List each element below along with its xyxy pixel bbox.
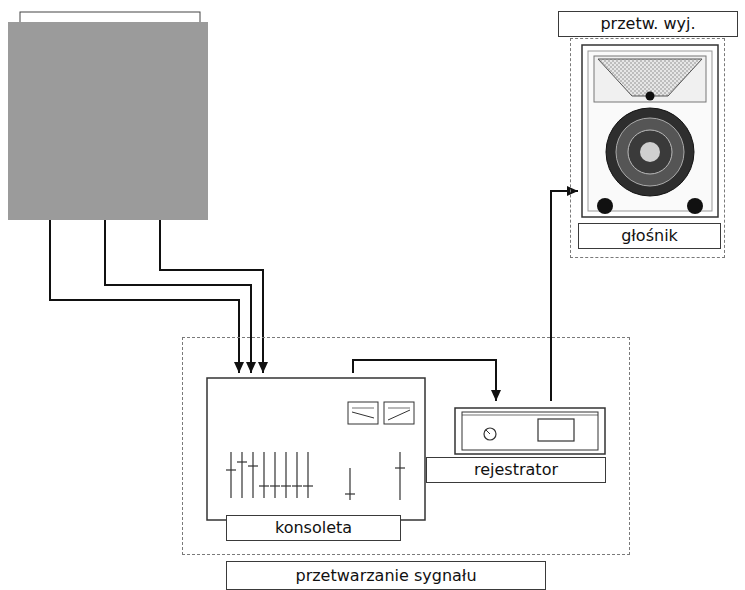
- signal-arrow: [50, 220, 239, 373]
- signal-arrow: [353, 360, 496, 401]
- speaker-illustration: [582, 45, 718, 217]
- label-box: przetw. wyj.: [558, 11, 738, 37]
- console-illustration: [207, 378, 425, 520]
- device-label: głośnik: [621, 226, 678, 245]
- signal-arrow: [105, 220, 251, 373]
- processing-region: konsoletarejestratorprzetwarzanie sygnał…: [182, 337, 630, 555]
- device-label: konsoleta: [275, 518, 352, 537]
- speaker-node: głośnik: [578, 46, 721, 249]
- signal-arrow: [160, 220, 263, 373]
- device-label: rejestrator: [474, 460, 558, 479]
- label-box: głośnik: [578, 223, 721, 249]
- label-box: rejestrator: [426, 457, 606, 483]
- label-box: konsoleta: [226, 515, 401, 541]
- label-box: przetwarzanie sygnału: [226, 561, 546, 590]
- region-title: przetwarzanie sygnału: [295, 566, 476, 585]
- recorder-illustration: [455, 408, 605, 454]
- output-region: głośnikprzetw. wyj.: [570, 38, 725, 258]
- console-node: konsoleta: [208, 373, 426, 541]
- region-title: przetw. wyj.: [600, 14, 695, 33]
- signal-arrow: [551, 191, 578, 401]
- source-block: [8, 22, 208, 220]
- recorder-node: rejestrator: [426, 401, 606, 483]
